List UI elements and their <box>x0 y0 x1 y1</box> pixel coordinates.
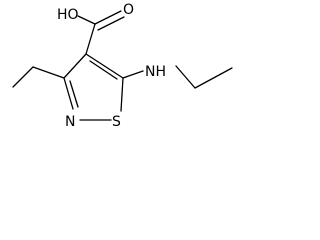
chemical-structure: HO O NH N S <box>12 2 233 130</box>
amine-label: NH <box>145 64 166 80</box>
bond-carboxyl-oh <box>77 15 96 25</box>
bond-carbonyl-double-1 <box>94 10 122 25</box>
ring-sulfur-label: S <box>112 114 121 130</box>
carbonyl-oxygen-label: O <box>123 2 134 18</box>
bond-nh-ethyl <box>175 65 196 89</box>
bond-c4-c5 <box>85 53 124 79</box>
bond-ethyl-methyl <box>12 66 34 88</box>
bond-c3-ethyl <box>32 66 65 79</box>
bond-c4-c5-double <box>89 60 118 80</box>
bond-n2-c3 <box>63 77 74 110</box>
bond-c3-c4 <box>63 53 87 79</box>
bond-carbonyl-double-2 <box>97 16 125 31</box>
bond-n2-c3-double <box>69 80 79 108</box>
carboxyl-label: HO <box>57 7 79 23</box>
bond-ethyl-methyl-2 <box>194 67 233 89</box>
bond-c5-s1 <box>120 77 124 112</box>
ring-nitrogen-label: N <box>65 114 75 130</box>
bond-c5-nh <box>122 70 144 79</box>
bond-c4-carboxyl <box>85 23 96 55</box>
